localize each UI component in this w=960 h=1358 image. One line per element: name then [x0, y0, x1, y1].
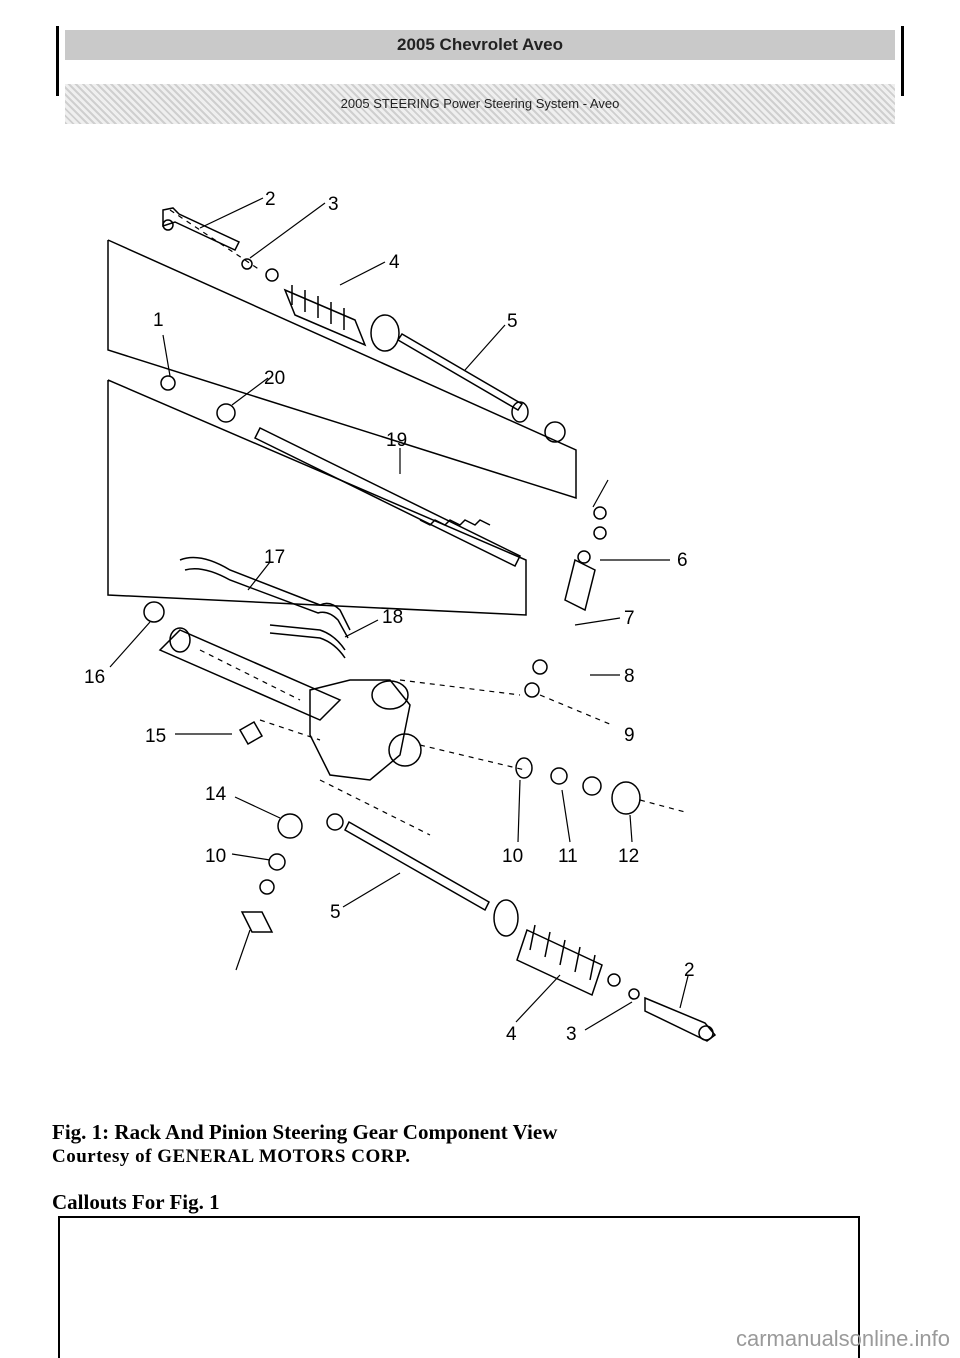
callout-7: 7: [624, 608, 635, 629]
callout-16: 16: [84, 667, 105, 688]
header-subtitle: 2005 STEERING Power Steering System - Av…: [65, 84, 895, 124]
callout-4-bottom: 4: [506, 1024, 517, 1045]
callouts-heading: Callouts For Fig. 1: [52, 1190, 220, 1214]
callout-6: 6: [677, 550, 688, 571]
header-title: 2005 Chevrolet Aveo: [65, 30, 895, 60]
callout-11: 11: [558, 846, 578, 867]
callout-3-top: 3: [328, 194, 339, 215]
callout-5-bottom: 5: [330, 902, 341, 923]
steering-gear-diagram: 2 3 4 5 1 20 19 17 18 16 15 14 10 5 10 1…: [84, 189, 717, 1045]
callout-10-right: 10: [502, 846, 523, 867]
figure-credit: Courtesy of GENERAL MOTORS CORP.: [52, 1146, 411, 1167]
callout-2-top: 2: [265, 189, 276, 210]
callout-3-bottom: 3: [566, 1024, 577, 1045]
callout-8: 8: [624, 666, 635, 687]
callout-20: 20: [264, 368, 285, 389]
callout-18: 18: [382, 607, 403, 628]
callout-12: 12: [618, 846, 639, 867]
callout-17: 17: [264, 547, 285, 568]
callout-2-bottom: 2: [684, 960, 695, 981]
callout-10-left: 10: [205, 846, 226, 867]
callout-15: 15: [145, 726, 166, 747]
callout-5-top: 5: [507, 311, 518, 332]
callouts-table: [58, 1216, 860, 1358]
callout-9: 9: [624, 725, 635, 746]
page-header: 2005 Chevrolet Aveo 2005 STEERING Power …: [56, 26, 904, 124]
callout-1: 1: [153, 310, 164, 331]
callout-4-top: 4: [389, 252, 400, 273]
watermark: carmanualsonline.info: [735, 1326, 950, 1351]
figure-caption: Fig. 1: Rack And Pinion Steering Gear Co…: [52, 1120, 558, 1144]
callout-14: 14: [205, 784, 227, 805]
callout-19: 19: [386, 430, 407, 451]
